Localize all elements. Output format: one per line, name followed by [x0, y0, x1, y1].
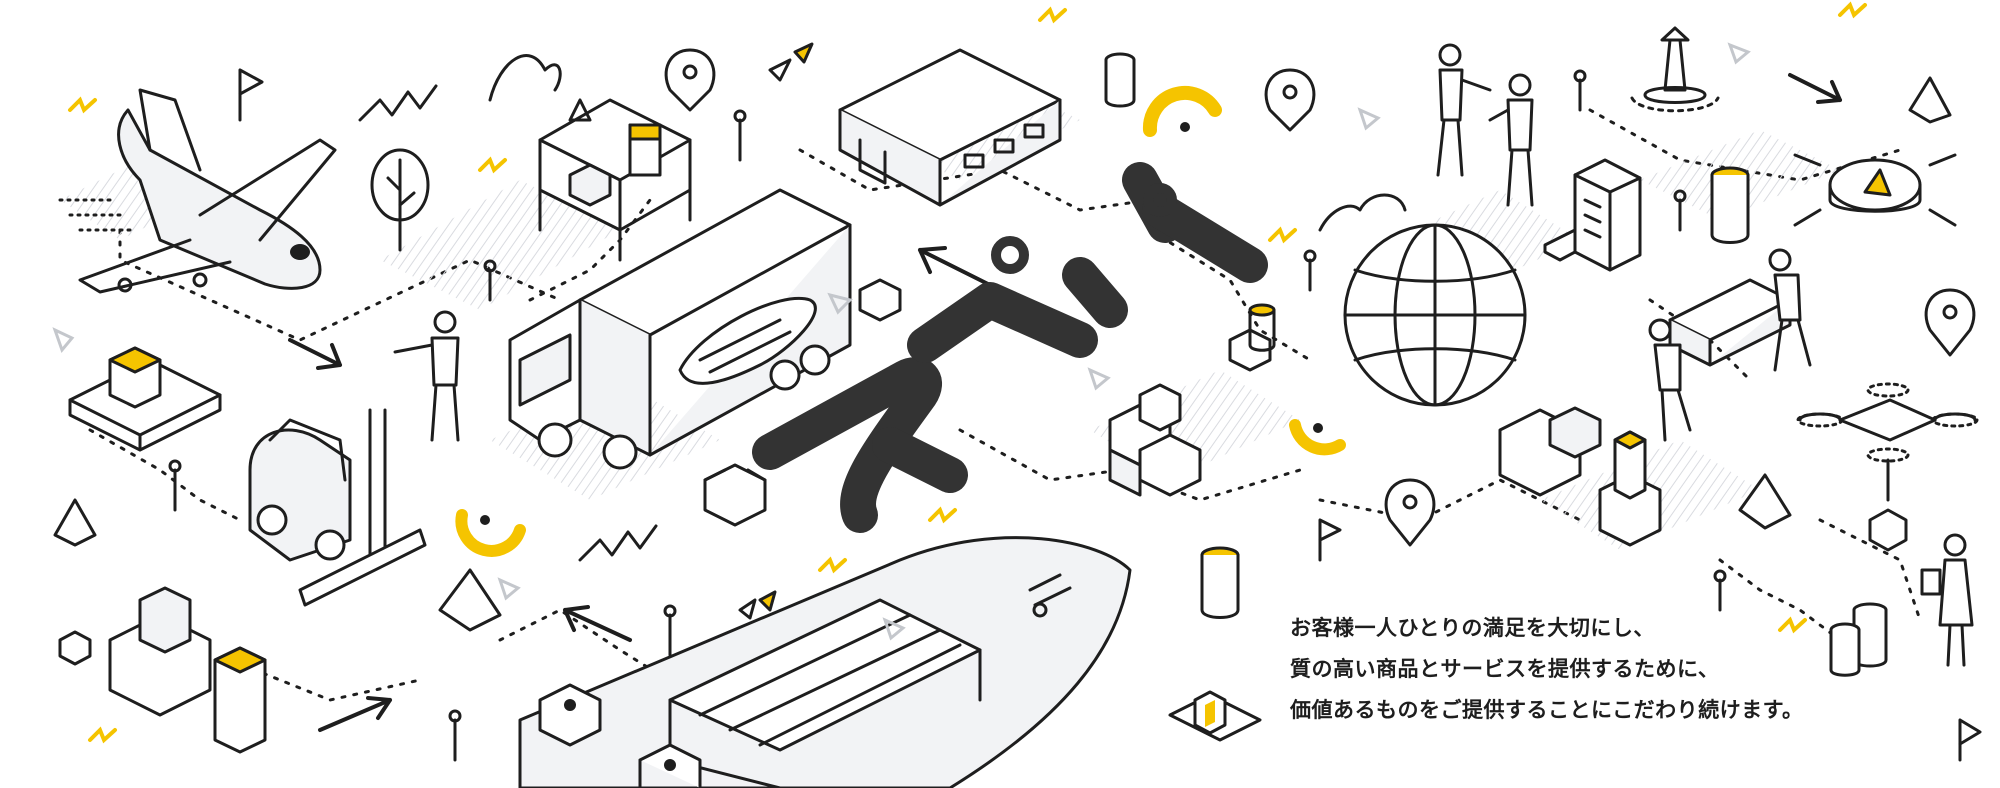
airplane-icon: [58, 88, 337, 294]
box-stack-icon: [1498, 406, 1662, 547]
globe-icon: [1343, 223, 1527, 407]
tagline-line-2: 質の高い商品とサービスを提供するために、: [1290, 657, 1720, 681]
person-icon: [1920, 533, 1974, 667]
barrel-icon: [1104, 52, 1888, 677]
zigzag-decoration: [358, 84, 438, 122]
forklift-icon: [248, 408, 427, 607]
people-carrying-box-icon: [1648, 248, 1812, 442]
zigzag-decoration: [578, 524, 658, 562]
lighthouse-icon: [1630, 26, 1720, 113]
box-icon: [703, 278, 1272, 527]
tagline-line-3: 価値あるものをご提供することにこだわり続けます。: [1290, 698, 1804, 722]
flag-icon: [238, 68, 1982, 762]
box-cluster-icon: [1108, 383, 1202, 497]
box-stack-icon: [58, 586, 267, 754]
ship-icon: [518, 536, 1132, 788]
people-icon: [1436, 43, 1534, 207]
brand-logo: [752, 162, 1268, 533]
dot-marks: [480, 122, 1323, 525]
compass-icon: [1793, 153, 1957, 227]
person-icon: [393, 310, 460, 442]
truck-icon: [508, 188, 852, 470]
map-pin-icon: [664, 48, 1976, 547]
marker-icon: [168, 69, 1727, 762]
tagline: お客様一人ひとりの満足を大切にし、 質の高い商品とサービスを提供するために、 価…: [1290, 608, 1930, 731]
arrow-icon: [288, 73, 1842, 732]
cloud-decoration: [1318, 193, 1407, 232]
building-icon: [1543, 158, 1642, 272]
accent-marks: [68, 1, 1867, 744]
cloud-decoration: [488, 54, 562, 102]
tree-icon: [370, 148, 430, 252]
drone-icon: [1796, 382, 1979, 552]
shelf-icon: [538, 98, 692, 262]
warehouse-icon: [838, 48, 1062, 207]
tagline-line-1: お客様一人ひとりの満足を大切にし、: [1290, 616, 1655, 640]
grey-triangle-marks: [52, 42, 1751, 641]
cone-icon: [53, 76, 1952, 632]
box-icon: [68, 346, 222, 452]
pennant-icon: [738, 42, 814, 620]
box-icon: [1168, 690, 1262, 742]
